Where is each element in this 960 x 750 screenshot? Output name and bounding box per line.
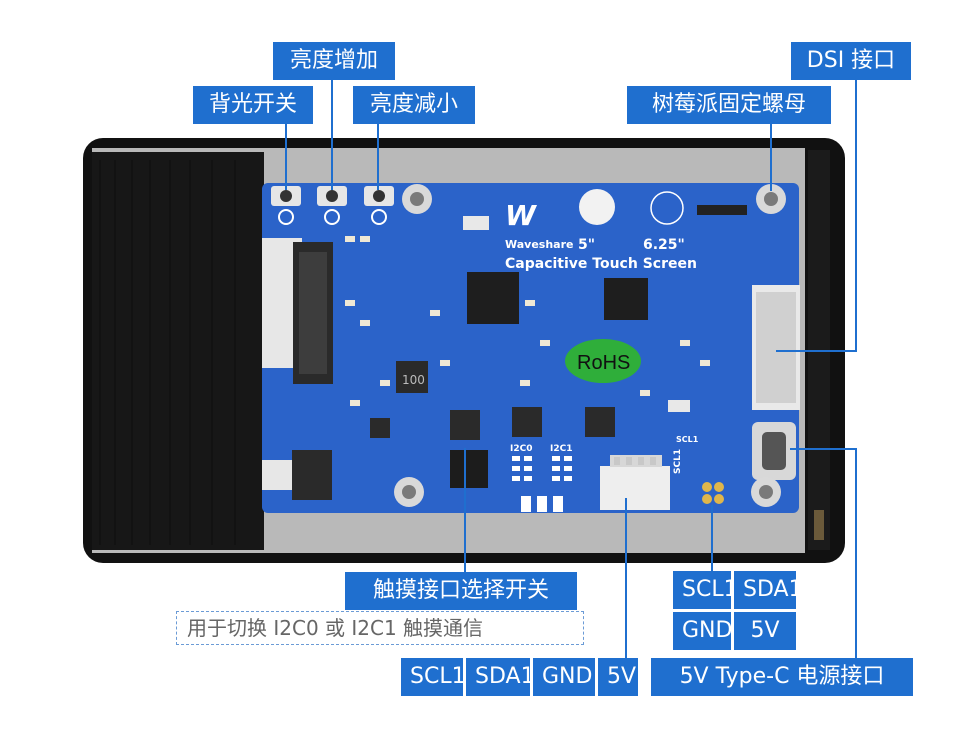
black-tape	[92, 152, 264, 550]
bottom-pin-row: SCL1 SDA1 GND 5V	[401, 658, 638, 696]
touch-connector	[292, 450, 332, 500]
svg-text:SCL1: SCL1	[676, 435, 699, 444]
svg-text:100: 100	[402, 373, 425, 387]
line-touch	[464, 448, 466, 578]
bottom-pin-sda1: SDA1	[466, 658, 535, 696]
svg-text:I2C1: I2C1	[550, 444, 572, 454]
side-pin-gnd: GND	[673, 612, 732, 650]
callout-power-port: 5V Type-C 电源接口	[651, 658, 913, 696]
svg-text:5": 5"	[578, 237, 595, 253]
callout-brightness-up: 亮度增加	[273, 42, 395, 80]
line-brightness-up	[331, 80, 333, 190]
main-chip	[467, 272, 519, 324]
line-power-h	[790, 448, 857, 450]
line-power-v	[855, 448, 857, 658]
svg-text:SCL1: SCL1	[673, 449, 683, 474]
line-header	[625, 498, 627, 660]
callout-backlight-switch: 背光开关	[193, 86, 313, 124]
callout-brightness-down: 亮度减小	[353, 86, 475, 124]
svg-text:Capacitive Touch Screen: Capacitive Touch Screen	[505, 256, 697, 272]
side-pin-grid: SCL1 SDA1 GND 5V	[673, 571, 803, 650]
callout-touch-select: 触摸接口选择开关	[345, 572, 577, 610]
i2c-header	[600, 466, 670, 510]
line-backlight	[285, 123, 287, 190]
line-pi-nut	[770, 123, 772, 191]
bottom-pin-5v: 5V	[598, 658, 638, 696]
line-dsi-h	[776, 350, 857, 352]
svg-text:6.25": 6.25"	[643, 237, 685, 253]
brand-text: Waveshare	[505, 238, 573, 251]
callout-pi-nut: 树莓派固定螺母	[627, 86, 831, 124]
svg-text:W: W	[505, 199, 537, 232]
side-pin-sda1: SDA1	[734, 571, 803, 609]
line-pins	[711, 505, 713, 573]
side-pin-scl1: SCL1	[673, 571, 738, 609]
svg-text:I2C0: I2C0	[510, 444, 532, 454]
buttons	[271, 186, 394, 225]
side-pin-5v: 5V	[734, 612, 796, 650]
bottom-pin-scl1: SCL1	[401, 658, 466, 696]
callout-dsi-port: DSI 接口	[791, 42, 911, 80]
svg-text:RoHS: RoHS	[577, 352, 630, 374]
bottom-pin-gnd: GND	[533, 658, 595, 696]
touch-select-note: 用于切换 I2C0 或 I2C1 触摸通信	[176, 611, 584, 645]
pcb	[262, 183, 799, 513]
line-dsi-v	[855, 80, 857, 352]
line-brightness-down	[377, 123, 379, 190]
